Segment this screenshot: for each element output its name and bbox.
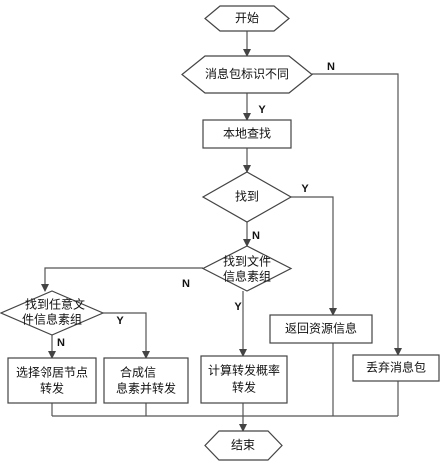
- node-any-group: 找到任意文 件信息素组: [0, 290, 105, 336]
- edge-found-to-return: [291, 196, 337, 316]
- node-found-group-label-2: 信息素组: [223, 269, 271, 284]
- node-check-id-label: 消息包标识不同: [205, 66, 289, 81]
- node-start: 开始: [204, 5, 290, 32]
- node-select-label-2: 转发: [40, 381, 64, 396]
- node-any-group-label-2: 件信息素组: [22, 312, 82, 327]
- edge-group-to-any: [41, 267, 203, 292]
- label-check-no: N: [327, 61, 335, 73]
- label-any-yes: Y: [116, 315, 124, 327]
- node-found: 找到: [201, 171, 293, 223]
- label-any-no: N: [57, 337, 65, 349]
- edge-check-to-discard: [312, 73, 402, 356]
- node-local-search-label: 本地查找: [223, 127, 271, 141]
- node-calc-label-2: 转发: [232, 380, 256, 395]
- node-check-id: 消息包标识不同: [181, 55, 313, 94]
- node-merge-label-1: 合成信: [120, 365, 156, 380]
- node-return-resource: 返回资源信息: [269, 314, 373, 344]
- node-found-label: 找到: [235, 190, 259, 204]
- node-found-group-label-1: 找到文件: [223, 254, 271, 269]
- edge-labels: N Y Y N N Y Y N: [57, 61, 335, 349]
- label-group-no: N: [182, 278, 190, 290]
- label-found-no: N: [252, 230, 260, 242]
- node-end: 结束: [204, 430, 283, 461]
- node-discard-label: 丢弃消息包: [366, 360, 426, 375]
- edge-any-to-merge: [103, 312, 150, 359]
- label-found-yes: Y: [301, 183, 309, 195]
- node-local-search: 本地查找: [202, 119, 292, 149]
- node-start-label: 开始: [235, 11, 259, 25]
- node-return-label: 返回资源信息: [285, 321, 357, 336]
- node-calc-label-1: 计算转发概率: [208, 363, 280, 378]
- node-discard-packet: 丢弃消息包: [352, 354, 440, 382]
- node-select-label-1: 选择邻居节点: [16, 366, 88, 380]
- node-calc-probability: 计算转发概率 转发: [200, 355, 288, 404]
- node-found-group: 找到文件 信息素组: [201, 245, 293, 292]
- connectors: [41, 31, 402, 432]
- label-check-yes: Y: [258, 104, 266, 116]
- node-end-label: 结束: [231, 438, 255, 452]
- node-merge-forward: 合成信 息素并转发: [103, 357, 189, 404]
- node-any-group-label-1: 找到任意文: [25, 297, 85, 312]
- node-merge-label-2: 息素并转发: [116, 381, 176, 396]
- node-select-neighbor: 选择邻居节点 转发: [7, 357, 97, 404]
- label-group-yes: Y: [234, 301, 242, 313]
